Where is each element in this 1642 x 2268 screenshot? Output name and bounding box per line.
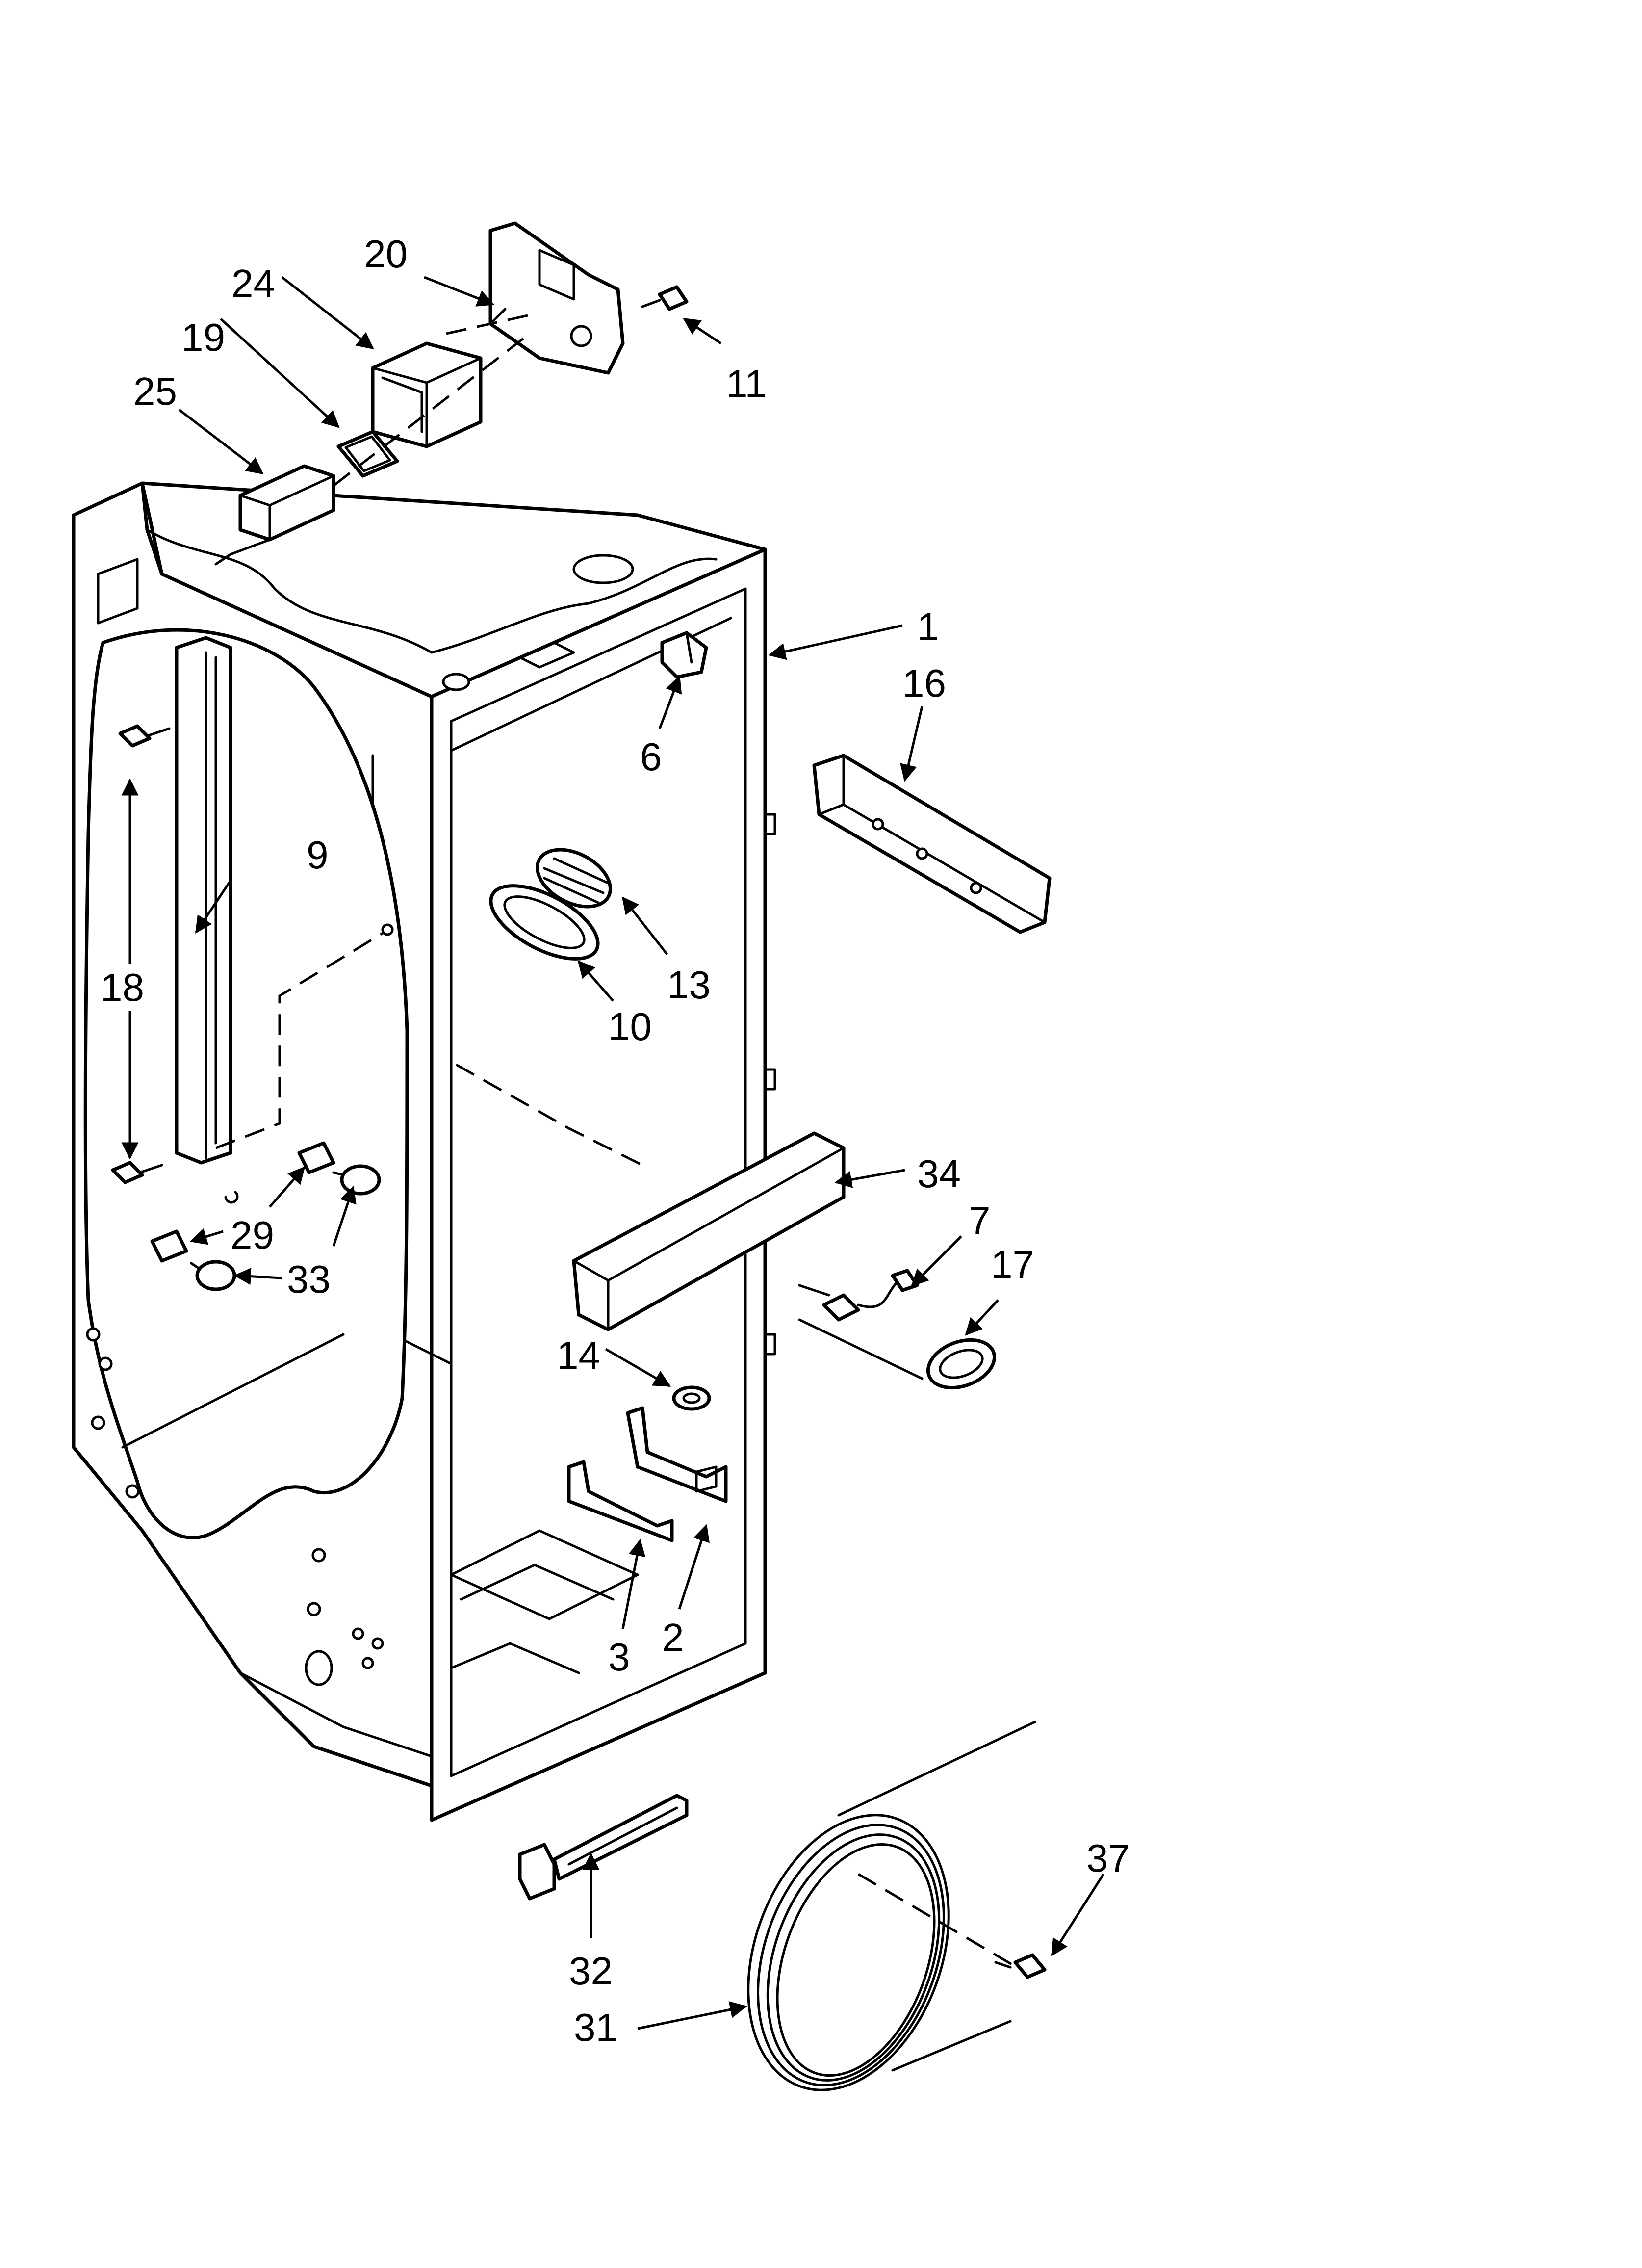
vent-cover-13 — [536, 848, 612, 909]
callout-32: 32 — [569, 1949, 613, 1993]
callout-13: 13 — [667, 963, 711, 1007]
callout-33: 33 — [287, 1257, 331, 1301]
housing-24 — [371, 341, 483, 448]
callout-19: 19 — [181, 315, 225, 359]
light-socket-29b — [150, 1229, 188, 1263]
tubing-coil-31 — [747, 1721, 1036, 2091]
callout-3: 3 — [608, 1635, 630, 1679]
wire-harness-7 — [798, 1269, 919, 1322]
callout-20: 20 — [364, 232, 408, 276]
liner-cabinet — [72, 481, 776, 1822]
cable-tie-32 — [518, 1794, 689, 1901]
callout-14: 14 — [557, 1333, 600, 1377]
callout-24: 24 — [231, 261, 275, 305]
callout-11: 11 — [726, 362, 767, 406]
callout-25: 25 — [133, 369, 177, 413]
callout-16: 16 — [902, 661, 946, 705]
callout-9: 9 — [307, 833, 329, 877]
callout-1: 1 — [917, 605, 939, 649]
callout-2: 2 — [662, 1616, 684, 1659]
callout-31: 31 — [574, 2006, 617, 2049]
grommet-14 — [672, 1385, 711, 1411]
callout-34: 34 — [917, 1152, 961, 1196]
light-socket-29a — [297, 1141, 335, 1174]
callout-7: 7 — [969, 1199, 991, 1242]
bracket-3 — [567, 1460, 674, 1542]
shelf-ladder-rail — [175, 636, 232, 1165]
vent-10 — [489, 884, 600, 961]
callout-6: 6 — [640, 735, 662, 779]
callout-37: 37 — [1086, 1836, 1130, 1880]
gasket-19 — [336, 430, 399, 478]
channel-16 — [812, 754, 1052, 934]
light-cover-17 — [926, 1338, 997, 1390]
screw-18-bottom — [111, 1161, 163, 1184]
callout-10: 10 — [608, 1005, 652, 1048]
clip — [224, 1191, 239, 1204]
callout-17: 17 — [991, 1243, 1034, 1286]
control-panel-20 — [488, 221, 625, 375]
screw-11 — [641, 285, 689, 311]
switch-6 — [660, 631, 708, 679]
rail-34 — [572, 1131, 846, 1331]
callout-29: 29 — [231, 1213, 274, 1257]
light-switch-housing-25 — [214, 464, 335, 566]
screw-18-top — [118, 724, 171, 748]
callout-18: 18 — [101, 965, 144, 1009]
bracket-2 — [626, 1406, 728, 1503]
leader-lines — [121, 276, 1105, 2030]
screw-37 — [994, 1953, 1047, 1979]
